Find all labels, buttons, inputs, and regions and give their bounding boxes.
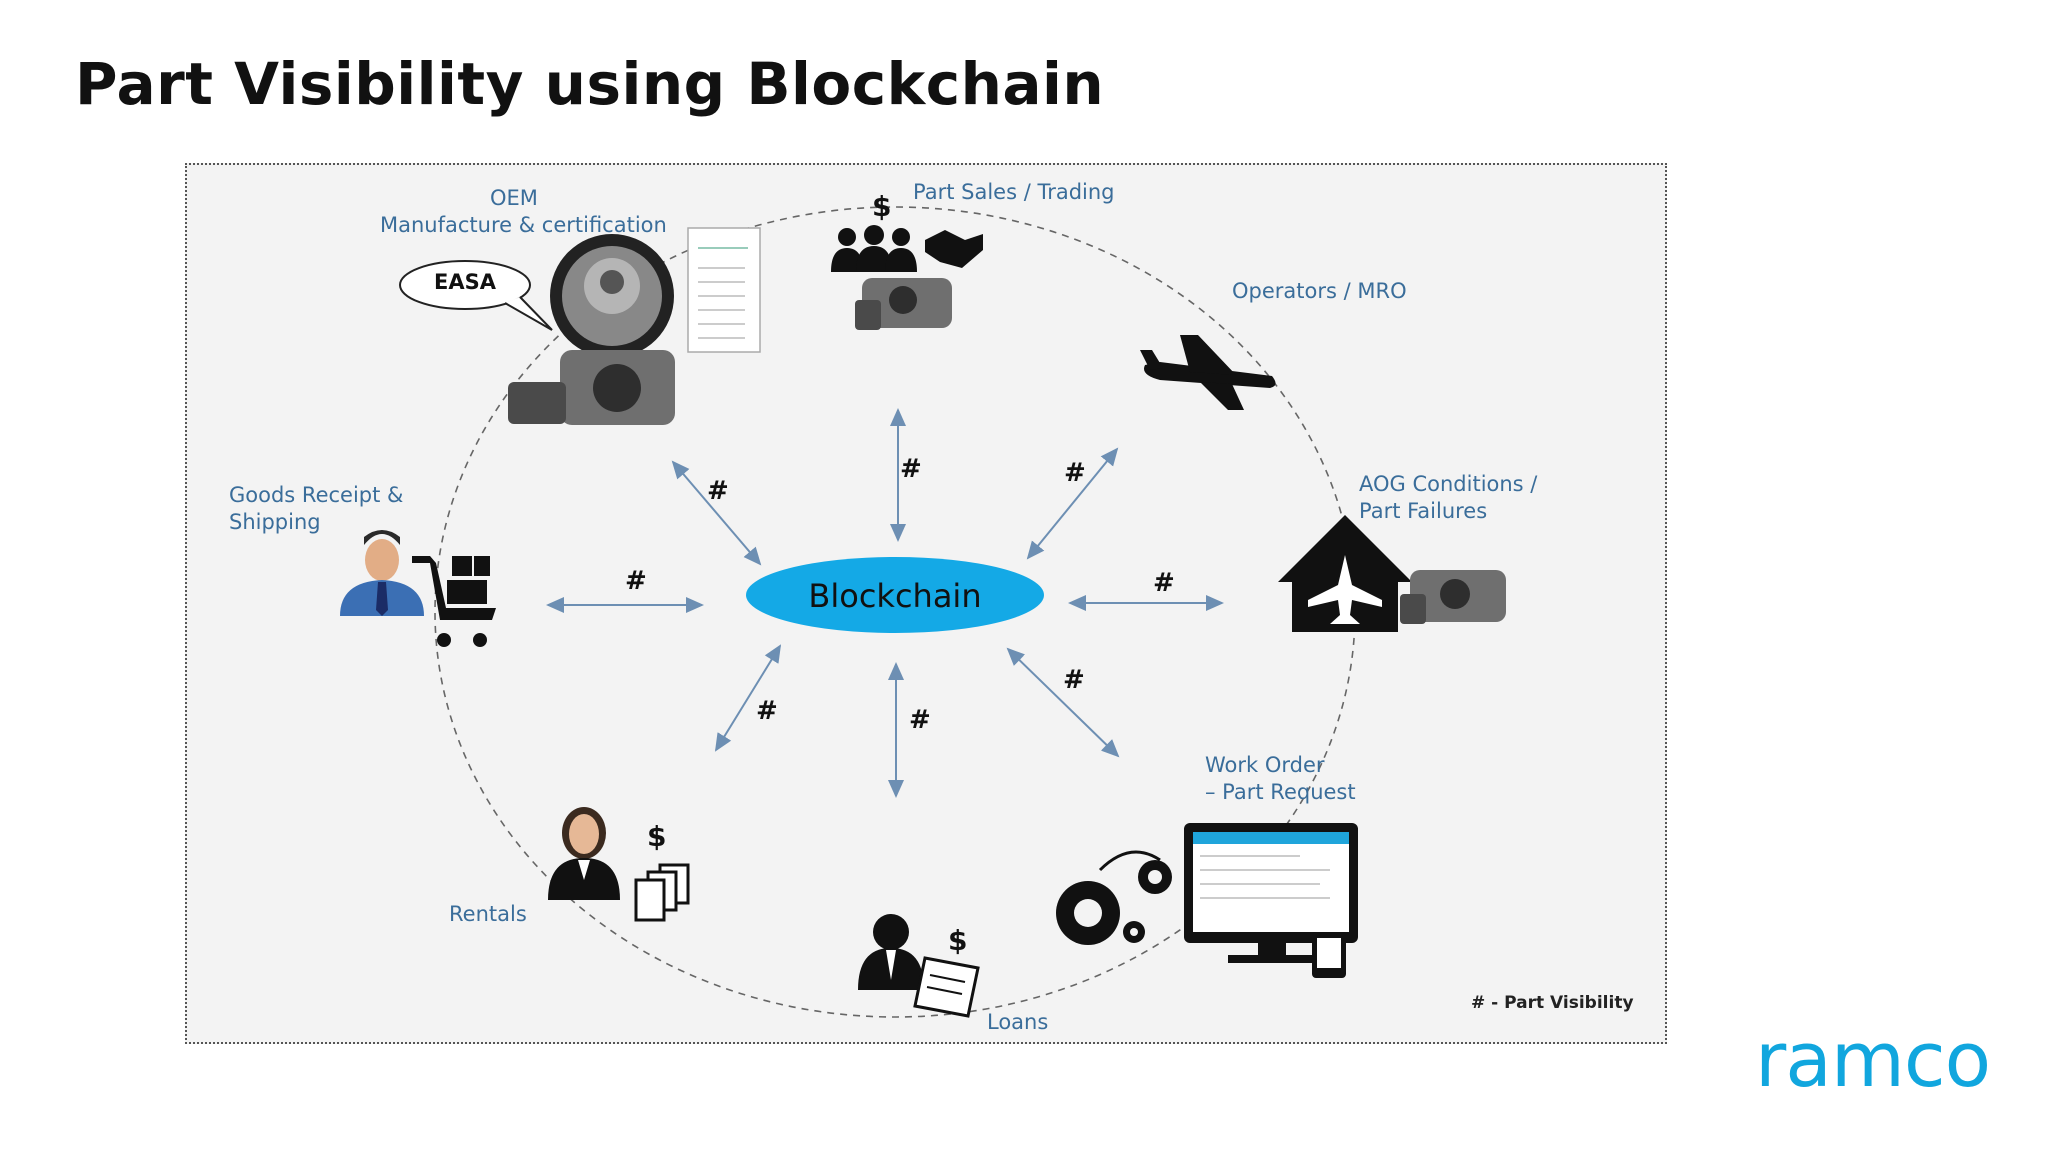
blockchain-hub-label: Blockchain bbox=[808, 577, 982, 615]
gear-part-icon bbox=[550, 234, 674, 358]
sales-dollar-icon: $ bbox=[872, 190, 892, 223]
hash-aog: # bbox=[1153, 568, 1175, 598]
arrow-work-order bbox=[1006, 647, 1120, 758]
operators-label: Operators / MRO bbox=[1232, 279, 1407, 303]
easa-bubble-text: EASA bbox=[434, 270, 496, 294]
aog-valve-icon bbox=[1400, 570, 1506, 624]
legend-part-visibility: # - Part Visibility bbox=[1471, 993, 1634, 1013]
businessman-icon bbox=[858, 914, 924, 990]
aog-label: AOG Conditions / bbox=[1359, 472, 1538, 496]
easa-speech-bubble bbox=[399, 260, 553, 331]
goods-receipt-label: Goods Receipt & bbox=[229, 483, 404, 507]
loans-dollar-icon: $ bbox=[948, 924, 968, 957]
hangar-plane-icon bbox=[1278, 515, 1412, 632]
arrow-oem bbox=[671, 460, 762, 566]
people-group-icon bbox=[831, 225, 917, 272]
loans-label: Loans bbox=[987, 1010, 1049, 1034]
hash-sales: # bbox=[900, 454, 922, 484]
work-order-label: Work Order bbox=[1205, 753, 1325, 777]
hash-rentals: # bbox=[756, 696, 778, 726]
hash-operators: # bbox=[1064, 458, 1086, 488]
part-sales-label: Part Sales / Trading bbox=[913, 180, 1115, 204]
gears-icon bbox=[1056, 850, 1172, 945]
monitor-icon bbox=[1184, 823, 1358, 978]
arrow-rentals bbox=[714, 644, 782, 752]
arrow-operators bbox=[1026, 447, 1119, 560]
hash-loans: # bbox=[909, 705, 931, 735]
sales-valve-icon bbox=[855, 278, 952, 330]
airplane-icon bbox=[1140, 335, 1276, 410]
businesswoman-icon bbox=[548, 807, 620, 900]
hash-goods: # bbox=[625, 566, 647, 596]
hash-oem: # bbox=[707, 476, 729, 506]
goods-receipt-sublabel: Shipping bbox=[229, 510, 321, 534]
stacked-documents-icon bbox=[634, 863, 690, 922]
oem-label: OEM bbox=[490, 186, 538, 210]
shopping-cart-icon bbox=[412, 556, 496, 647]
oem-sublabel: Manufacture & certification bbox=[380, 213, 667, 237]
valve-part-icon bbox=[508, 350, 675, 425]
certificate-document-icon bbox=[687, 227, 761, 353]
loan-document-icon bbox=[913, 956, 980, 1018]
slide-title: Part Visibility using Blockchain bbox=[75, 50, 1105, 118]
ramco-logo: ramco bbox=[1755, 1015, 1991, 1104]
rentals-label: Rentals bbox=[449, 902, 527, 926]
aog-sublabel: Part Failures bbox=[1359, 499, 1488, 523]
worker-icon bbox=[340, 530, 424, 616]
handshake-icon bbox=[925, 230, 983, 268]
hash-work-order: # bbox=[1063, 665, 1085, 695]
work-order-sublabel: – Part Request bbox=[1205, 780, 1356, 804]
blockchain-hub bbox=[746, 557, 1044, 633]
rentals-dollar-icon: $ bbox=[647, 820, 667, 853]
